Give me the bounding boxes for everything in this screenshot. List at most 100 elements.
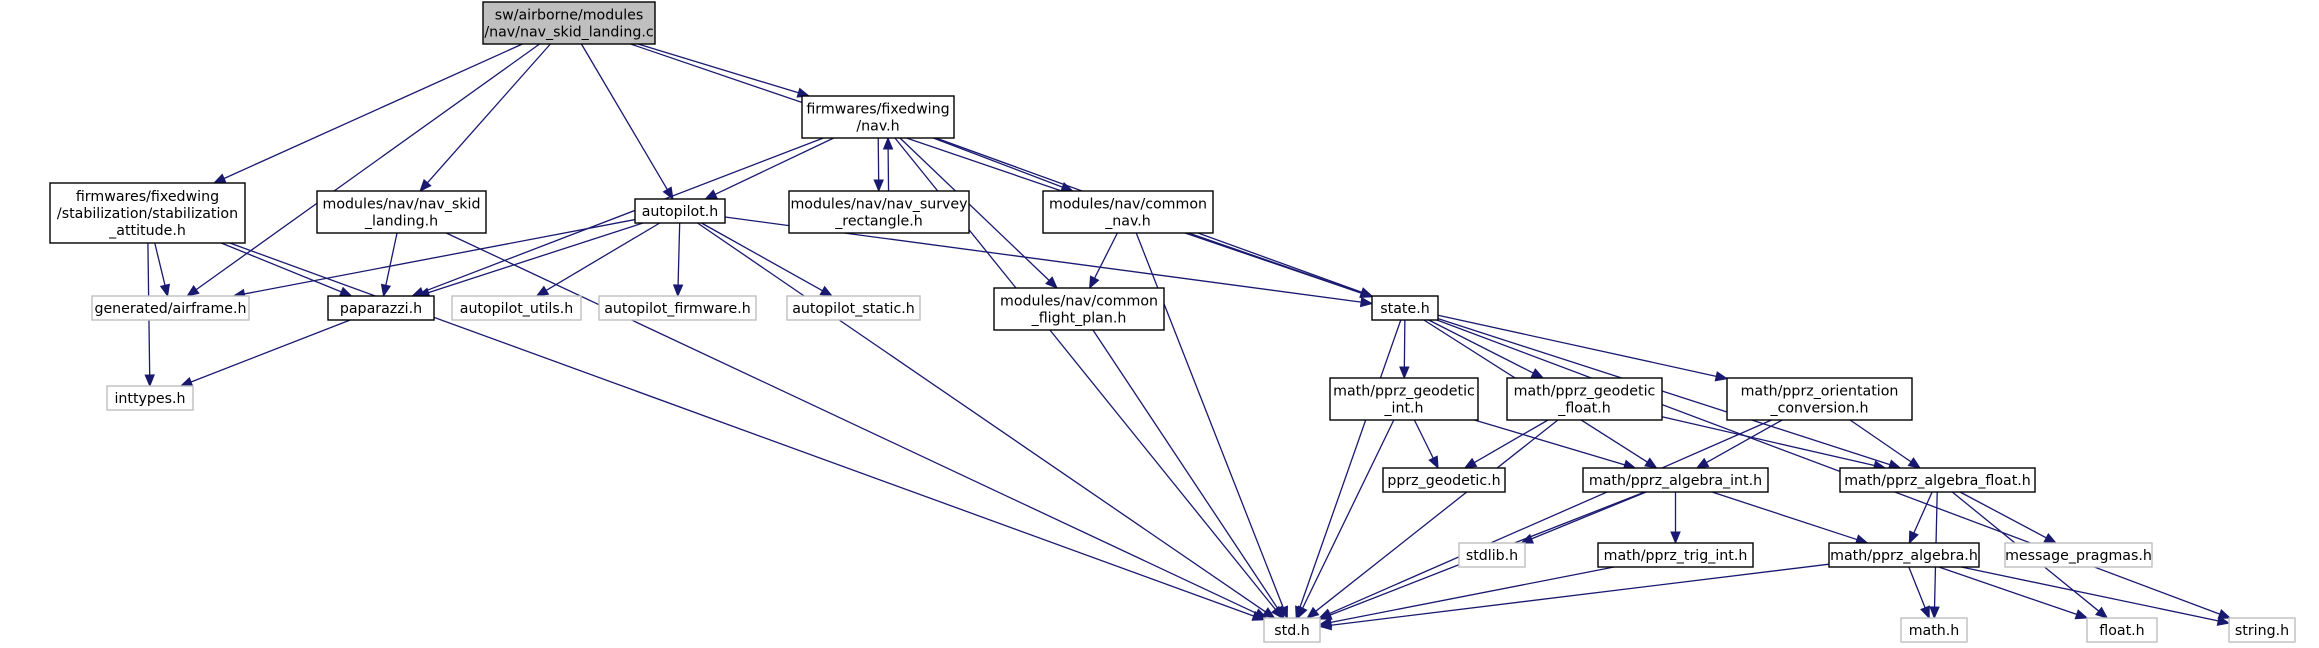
node-pprz-algebra-float-h[interactable]: math/pprz_algebra_float.h [1839,467,2036,493]
edge-pprz-algebra-h-to-std-h [1330,563,1830,626]
arrowhead-stabilization-attitude-h-to-generated-airframe-h [159,283,170,298]
arrowhead-state-h-to-pprz-geodetic-float-h [1530,368,1545,379]
node-common-nav-h[interactable]: modules/nav/common_nav.h [1042,190,1214,234]
node-nav-survey-rectangle-h[interactable]: modules/nav/nav_survey_rectangle.h [788,190,970,234]
edge-state-h-to-std-h [1299,319,1402,608]
edge-pprz-algebra-h-to-float-h [1938,566,2077,616]
node-box [2004,542,2153,568]
arrowhead-fixedwing-nav-h-to-nav-survey-rectangle-h [873,179,884,193]
node-label: /nav/nav_skid_landing.c [484,25,653,41]
edge-pprz-orientation-conversion-h-to-pprz-algebra-float-h [1849,419,1912,463]
node-pprz-orientation-conversion-h[interactable]: math/pprz_orientation_conversion.h [1726,377,1913,421]
node-pprz-geodetic-int-h[interactable]: math/pprz_geodetic_int.h [1329,377,1479,421]
node-label: string.h [2235,623,2289,639]
node-pprz-algebra-int-h[interactable]: math/pprz_algebra_int.h [1582,467,1769,493]
node-label: firmwares/fixedwing [806,102,949,118]
node-label: /nav.h [856,119,899,135]
node-nav-skid-landing-h[interactable]: modules/nav/nav_skid_landing.h [316,190,487,234]
node-label: _float.h [1557,401,1610,417]
arrowhead-autopilot-h-to-autopilot-utils-h [535,285,550,297]
node-label: math/pprz_orientation [1741,384,1899,400]
arrowhead-pprz-geodetic-int-h-to-pprz-geodetic-h [1428,455,1439,470]
node-label: math/pprz_algebra.h [1830,548,1978,564]
node-label: std.h [1274,623,1309,639]
node-nav-skid-landing-c[interactable]: sw/airborne/modules/nav/nav_skid_landing… [482,1,656,45]
node-autopilot-static-h: autopilot_static.h [786,295,921,321]
node-label: paparazzi.h [340,301,422,317]
arrowhead-pprz-algebra-h-to-math-h [1920,605,1930,620]
node-box [91,295,250,321]
edge-pprz-algebra-float-h-to-pprz-algebra-h [1913,491,1933,534]
node-label: modules/nav/nav_skid [323,197,481,213]
edge-state-h-to-pprz-geodetic-float-h [1428,319,1534,374]
node-pprz-geodetic-float-h[interactable]: math/pprz_geodetic_float.h [1506,377,1663,421]
arrowhead-state-h-to-pprz-geodetic-int-h [1399,366,1410,380]
node-label: _nav.h [1104,214,1151,230]
node-box [106,385,194,411]
arrowhead-state-h-to-string-h [2217,609,2232,619]
edge-state-h-to-pprz-algebra-float-h [1437,318,1891,466]
edge-pprz-geodetic-int-h-to-std-h [1302,419,1395,609]
node-box [788,190,970,234]
node-paparazzi-h[interactable]: paparazzi.h [327,295,435,321]
node-common-flight-plan-h[interactable]: modules/nav/common_flight_plan.h [993,287,1165,331]
node-box [1597,542,1754,568]
node-box [2228,617,2296,643]
arrowhead-state-h-to-pprz-algebra-int-h [1644,457,1658,469]
node-stabilization-attitude-h[interactable]: firmwares/fixedwing/stabilization/stabil… [49,182,246,244]
node-autopilot-utils-h: autopilot_utils.h [451,295,582,321]
arrowhead-nav-skid-landing-h-to-paparazzi-h [380,283,392,298]
arrowhead-fixedwing-nav-h-to-common-flight-plan-h [1045,276,1058,289]
arrowhead-autopilot-h-to-autopilot-static-h [819,285,834,297]
arrowhead-state-h-to-pprz-orientation-conversion-h [1714,371,1729,382]
node-box [1900,617,1968,643]
edge-pprz-algebra-int-h-to-pprz-algebra-h [1711,491,1858,541]
node-label: math/pprz_trig_int.h [1604,548,1748,564]
arrowhead-nav-skid-landing-c-to-nav-skid-landing-h [419,178,432,192]
nodes-layer: sw/airborne/modules/nav/nav_skid_landing… [49,1,2296,643]
edge-autopilot-h-to-autopilot-utils-h [545,222,661,291]
edge-fixedwing-nav-h-to-common-nav-h [933,137,1063,188]
node-box [1582,467,1769,493]
node-math-h: math.h [1900,617,1968,643]
edge-paparazzi-h-to-inttypes-h [190,319,351,383]
arrowhead-pprz-geodetic-float-h-to-pprz-geodetic-h [1463,457,1478,469]
edge-common-nav-h-to-state-h [1188,232,1362,294]
arrowhead-pprz-orientation-conversion-h-to-pprz-algebra-int-h [1695,457,1710,469]
edge-state-h-to-pprz-geodetic-int-h [1403,319,1406,368]
arrowhead-common-nav-h-to-common-flight-plan-h [1089,275,1100,290]
node-label: math/pprz_geodetic [1333,384,1475,400]
arrowhead-pprz-algebra-int-h-to-pprz-trig-int-h [1670,531,1681,545]
edge-autopilot-h-to-autopilot-static-h [701,222,823,292]
edge-pprz-trig-int-h-to-std-h [1330,566,1615,624]
arrowhead-fixedwing-nav-h-to-paparazzi-h [410,286,425,297]
node-autopilot-h[interactable]: autopilot.h [634,198,726,224]
node-pprz-geodetic-h[interactable]: pprz_geodetic.h [1382,467,1506,493]
node-box [1506,377,1663,421]
edge-autopilot-h-to-autopilot-firmware-h [677,222,681,286]
edge-pprz-orientation-conversion-h-to-std-h [1329,419,1772,615]
node-pprz-trig-int-h[interactable]: math/pprz_trig_int.h [1597,542,1754,568]
node-fixedwing-nav-h[interactable]: firmwares/fixedwing/nav.h [801,95,955,139]
node-box [993,287,1165,331]
node-box [1263,617,1321,643]
edge-pprz-algebra-float-h-to-message-pragmas-h [1959,491,2047,539]
node-box [482,1,656,45]
node-string-h: string.h [2228,617,2296,643]
node-box [1839,467,2036,493]
node-state-h[interactable]: state.h [1371,295,1439,321]
arrowhead-pprz-geodetic-int-h-to-std-h [1297,605,1308,620]
node-label: autopilot.h [642,204,719,220]
arrowhead-stabilization-attitude-h-to-inttypes-h [144,374,155,388]
node-label: modules/nav/common [1049,197,1207,213]
node-label: sw/airborne/modules [495,8,644,24]
node-label: message_pragmas.h [2005,548,2152,564]
node-generated-airframe-h: generated/airframe.h [91,295,250,321]
edge-pprz-algebra-h-to-math-h [1908,566,1926,609]
edge-nav-skid-landing-h-to-paparazzi-h [385,232,398,286]
node-box [634,198,726,224]
node-label: math.h [1909,623,1960,639]
node-label: math/pprz_geodetic [1514,384,1656,400]
node-box [1382,467,1506,493]
node-pprz-algebra-h[interactable]: math/pprz_algebra.h [1828,542,1980,568]
